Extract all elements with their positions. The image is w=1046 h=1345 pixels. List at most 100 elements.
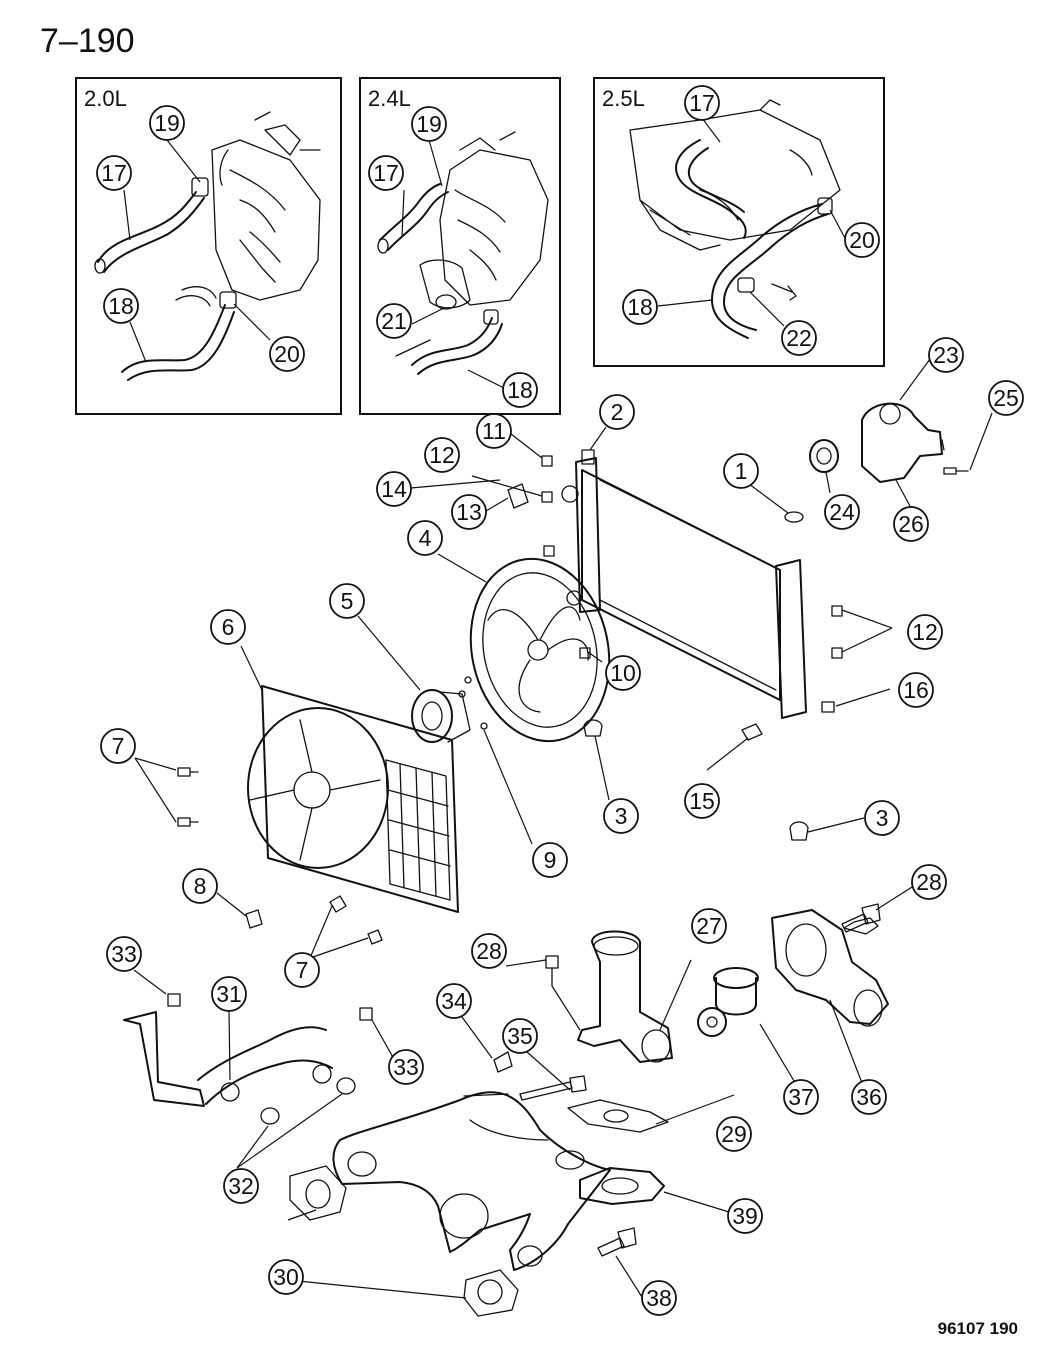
callout-33-b: 33 <box>388 1049 424 1085</box>
hose-17 <box>379 183 441 241</box>
page-number: 7–190 <box>40 22 135 60</box>
svg-text:33: 33 <box>111 941 137 967</box>
callout-7-b: 7 <box>284 952 320 988</box>
inset-label: 2.5L <box>602 86 645 111</box>
inset-frame <box>75 77 342 415</box>
svg-text:35: 35 <box>507 1023 533 1049</box>
callout-12-b: 12 <box>907 614 943 650</box>
svg-text:39: 39 <box>732 1203 758 1229</box>
callout-2: 2 <box>599 394 635 430</box>
svg-text:37: 37 <box>788 1084 814 1110</box>
callout-16: 16 <box>898 672 934 708</box>
callout-22-2-5: 22 <box>781 320 817 356</box>
svg-text:12: 12 <box>429 442 455 468</box>
callout-39: 39 <box>727 1198 763 1234</box>
callout-10: 10 <box>605 655 641 691</box>
callout-19-2-4: 19 <box>411 106 447 142</box>
callout-18-2-0: 18 <box>103 288 139 324</box>
callout-18-2-4: 18 <box>502 372 538 408</box>
callout-27: 27 <box>691 908 727 944</box>
bolts-7-8 <box>177 767 383 945</box>
svg-text:25: 25 <box>993 385 1019 411</box>
svg-text:4: 4 <box>419 525 432 551</box>
inset-2-0L: 2.0L <box>75 77 342 415</box>
svg-text:16: 16 <box>903 677 929 703</box>
callout-32: 32 <box>223 1168 259 1204</box>
inset-frame <box>593 77 885 367</box>
svg-text:11: 11 <box>482 418 506 444</box>
callout-35: 35 <box>502 1018 538 1054</box>
callout-17-2-0: 17 <box>96 155 132 191</box>
inset-label: 2.0L <box>84 86 127 111</box>
callout-9: 9 <box>532 842 568 878</box>
svg-text:28: 28 <box>476 938 502 964</box>
svg-text:24: 24 <box>829 499 855 525</box>
svg-text:6: 6 <box>222 614 235 640</box>
svg-text:18: 18 <box>627 294 653 320</box>
callout-17-2-4: 17 <box>368 155 404 191</box>
callout-1: 1 <box>723 453 759 489</box>
hose-17 <box>97 191 197 263</box>
inset-2-4L: 2.4L <box>359 77 561 415</box>
svg-text:9: 9 <box>544 847 557 873</box>
callout-3-a: 3 <box>603 798 639 834</box>
svg-text:19: 19 <box>416 111 442 137</box>
callout-29: 29 <box>716 1116 752 1152</box>
svg-text:17: 17 <box>101 160 127 186</box>
svg-text:5: 5 <box>341 588 354 614</box>
callout-37: 37 <box>783 1079 819 1115</box>
callout-13: 13 <box>451 494 487 530</box>
svg-text:14: 14 <box>381 476 407 502</box>
svg-text:33: 33 <box>393 1054 419 1080</box>
water-outlet-upper <box>809 402 969 483</box>
callout-21-2-4: 21 <box>376 303 412 339</box>
callout-3-b: 3 <box>864 800 900 836</box>
lower-parts <box>123 903 889 1317</box>
svg-text:38: 38 <box>646 1285 672 1311</box>
callout-5: 5 <box>329 583 365 619</box>
callout-7-a: 7 <box>100 728 136 764</box>
callout-36: 36 <box>851 1079 887 1115</box>
callout-20-2-0: 20 <box>269 336 305 372</box>
callout-17-2-5: 17 <box>684 85 720 121</box>
callout-30: 30 <box>268 1259 304 1295</box>
svg-text:34: 34 <box>441 988 467 1014</box>
svg-text:27: 27 <box>696 913 722 939</box>
hose-18 <box>711 203 823 339</box>
svg-text:3: 3 <box>615 803 628 829</box>
svg-text:28: 28 <box>916 869 942 895</box>
callout-31: 31 <box>211 976 247 1012</box>
callout-28-a: 28 <box>471 933 507 969</box>
svg-text:12: 12 <box>912 619 938 645</box>
inset-2-5L: 2.5L <box>593 77 885 367</box>
callout-38: 38 <box>641 1280 677 1316</box>
hose-17 <box>675 139 747 239</box>
callout-8: 8 <box>182 868 218 904</box>
svg-text:30: 30 <box>273 1264 299 1290</box>
svg-text:29: 29 <box>721 1121 747 1147</box>
svg-text:7: 7 <box>112 733 125 759</box>
svg-text:22: 22 <box>786 325 812 351</box>
callout-14: 14 <box>376 471 412 507</box>
svg-text:32: 32 <box>228 1173 254 1199</box>
svg-text:13: 13 <box>456 499 482 525</box>
svg-text:20: 20 <box>849 227 875 253</box>
svg-text:1: 1 <box>735 458 748 484</box>
inset-frame <box>359 77 561 415</box>
svg-text:15: 15 <box>689 788 715 814</box>
callout-33-a: 33 <box>106 936 142 972</box>
svg-text:18: 18 <box>108 293 134 319</box>
callout-34: 34 <box>436 983 472 1019</box>
callout-24: 24 <box>824 494 860 530</box>
callout-11: 11 <box>476 413 512 449</box>
svg-text:21: 21 <box>381 308 407 334</box>
svg-text:10: 10 <box>610 660 636 686</box>
callout-25: 25 <box>988 380 1024 416</box>
fan <box>469 557 611 743</box>
callout-6: 6 <box>210 609 246 645</box>
svg-text:36: 36 <box>856 1084 882 1110</box>
svg-text:7: 7 <box>296 957 309 983</box>
hose-18 <box>411 317 493 366</box>
svg-text:26: 26 <box>898 511 924 537</box>
